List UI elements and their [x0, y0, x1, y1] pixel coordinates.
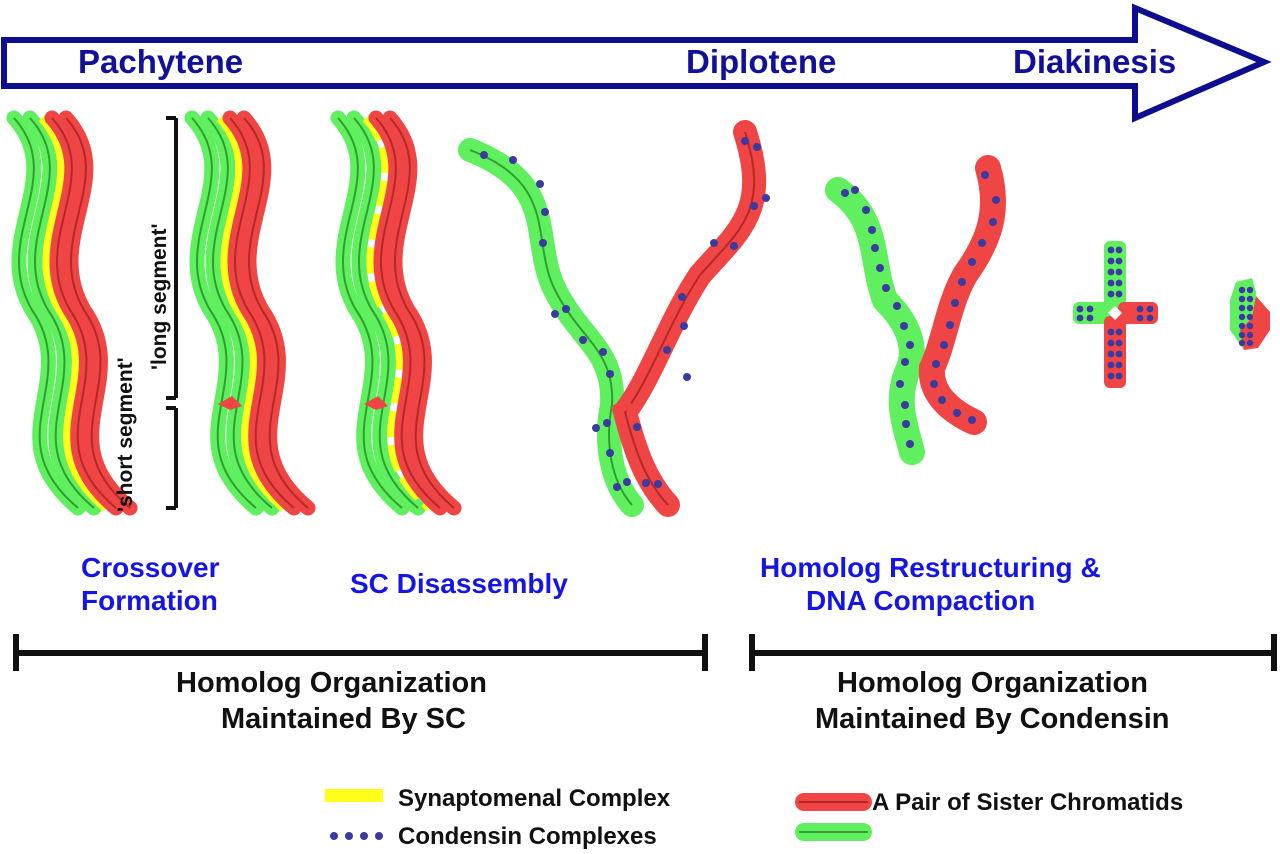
range-bar-condensin [749, 634, 1277, 671]
stage-diplotene: Diplotene [686, 43, 836, 80]
red-vertical-arm [1104, 316, 1126, 388]
long-segment-bracket [166, 116, 178, 400]
crossover-site [218, 396, 242, 410]
homolog-red [918, 155, 1007, 435]
crossover-site [364, 396, 388, 410]
chromosome-pair-condensing [825, 155, 1007, 465]
condensin-dots [1076, 246, 1154, 380]
condensin-dots [480, 137, 770, 491]
homolog-red-outer-axis [243, 117, 309, 509]
crossover-site [612, 398, 636, 412]
homolog-green-outer-axis [191, 117, 257, 509]
homolog-green-inner-axis [29, 117, 95, 509]
condensin-dots [1238, 286, 1254, 347]
homolog-green-inner-axis [353, 117, 419, 509]
homolog-red-outer-axis [65, 117, 131, 509]
homolog-red-inner-axis [375, 117, 441, 509]
legend-condensin-label: Condensin Complexes [398, 823, 657, 850]
chromosome-pair-diplotene [458, 120, 770, 517]
segment-bracket: 'long segment' 'short segment' [114, 116, 178, 512]
process-restructuring-line2: DNA Compaction [806, 585, 1035, 616]
synaptonemal-complex [216, 114, 287, 512]
legend-synaptonemal-swatch [325, 789, 383, 802]
process-sc-disassembly: SC Disassembly [350, 568, 568, 599]
org-condensin-line1: Homolog Organization [837, 667, 1148, 699]
short-segment-label: 'short segment' [114, 357, 137, 512]
homolog-green-outer-axis [13, 117, 79, 509]
homolog-green [825, 177, 925, 465]
condensin-dots-green [841, 186, 914, 448]
synaptonemal-complex-fragmented [362, 114, 433, 512]
chromosome-pair-crossover [184, 110, 316, 516]
stage-diakinesis: Diakinesis [1013, 43, 1176, 80]
org-sc-line2: Maintained By SC [221, 703, 466, 735]
homolog-red-axis [623, 131, 756, 506]
condensin-dots-red [930, 171, 1000, 424]
org-sc-line1: Homolog Organization [176, 667, 487, 699]
range-bar-sc [13, 634, 708, 671]
homolog-red-outer-axis [389, 117, 455, 509]
process-crossover-line1: Crossover [81, 552, 220, 583]
org-condensin-line2: Maintained By Condensin [815, 703, 1169, 735]
short-segment-bracket [166, 406, 178, 510]
bivalent-cross [1073, 241, 1158, 388]
homolog-red-inner-axis [229, 117, 295, 509]
homolog-green-outer-axis [337, 117, 403, 509]
process-crossover-line2: Formation [81, 585, 218, 616]
legend-sister-chromatids-label: A Pair of Sister Chromatids [872, 789, 1183, 816]
long-segment-label: 'long segment' [148, 224, 171, 371]
progression-arrow [1, 3, 1272, 123]
range-bar-sc-line [13, 634, 708, 671]
range-bar-condensin-line [749, 634, 1277, 671]
legend-condensin-swatch [330, 832, 383, 840]
process-restructuring-line1: Homolog Restructuring & [760, 552, 1101, 583]
bivalent-compact [1230, 278, 1270, 350]
chiasma-center [1108, 306, 1122, 320]
chromosome-pair-sc-disassembly [330, 110, 462, 516]
homolog-red [611, 120, 767, 517]
homolog-green-inner-axis [207, 117, 273, 509]
stage-pachytene: Pachytene [78, 43, 243, 80]
legend-synaptonemal-label: Synaptomenal Complex [398, 785, 671, 812]
homolog-red-inner-axis [51, 117, 117, 509]
synaptonemal-complex [38, 114, 109, 512]
chromosome-pair-pachytene [6, 110, 138, 516]
legend: Synaptomenal Complex Condensin Complexes… [325, 785, 1183, 850]
